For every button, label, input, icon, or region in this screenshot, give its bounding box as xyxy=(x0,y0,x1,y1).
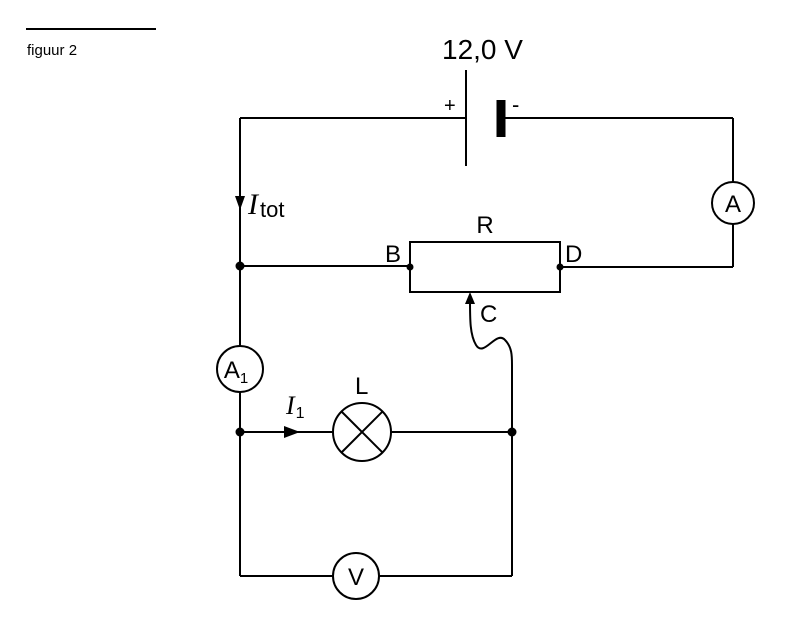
battery-minus-label: - xyxy=(512,92,519,117)
junction-dot-left xyxy=(235,427,245,437)
ammeter-main xyxy=(711,181,755,225)
voltmeter xyxy=(332,552,380,600)
caption-rule xyxy=(26,28,156,30)
ammeter-main-label: A xyxy=(725,191,741,218)
slider-arrowhead-icon xyxy=(465,292,475,304)
ammeter-one xyxy=(216,345,264,393)
terminal-dot-d xyxy=(556,263,564,271)
current-branch-arrow-icon xyxy=(284,426,300,438)
slider-wire xyxy=(469,299,513,366)
resistor-r xyxy=(409,241,561,293)
terminal-dot-b xyxy=(406,263,414,271)
junction-dot-right xyxy=(507,427,517,437)
current-total-arrow-icon xyxy=(235,196,245,210)
lamp-name-label: L xyxy=(355,373,368,400)
battery-plus-label: + xyxy=(444,95,456,117)
current-branch-label: I1 xyxy=(285,391,305,422)
resistor-end-b-label: B xyxy=(385,241,401,268)
figure-caption: figuur 2 xyxy=(27,42,78,59)
junction-dot-upper xyxy=(235,261,245,271)
battery-voltage-label: 12,0 V xyxy=(442,34,523,65)
current-total-label: Itot xyxy=(247,188,284,222)
ammeter-one-label: A1 xyxy=(224,357,248,387)
voltmeter-label: V xyxy=(348,564,364,591)
resistor-end-d-label: D xyxy=(565,241,582,268)
resistor-name-label: R xyxy=(476,212,493,239)
lamp-cross-icon-2 xyxy=(340,410,384,454)
resistor-slider-c-label: C xyxy=(480,301,497,328)
